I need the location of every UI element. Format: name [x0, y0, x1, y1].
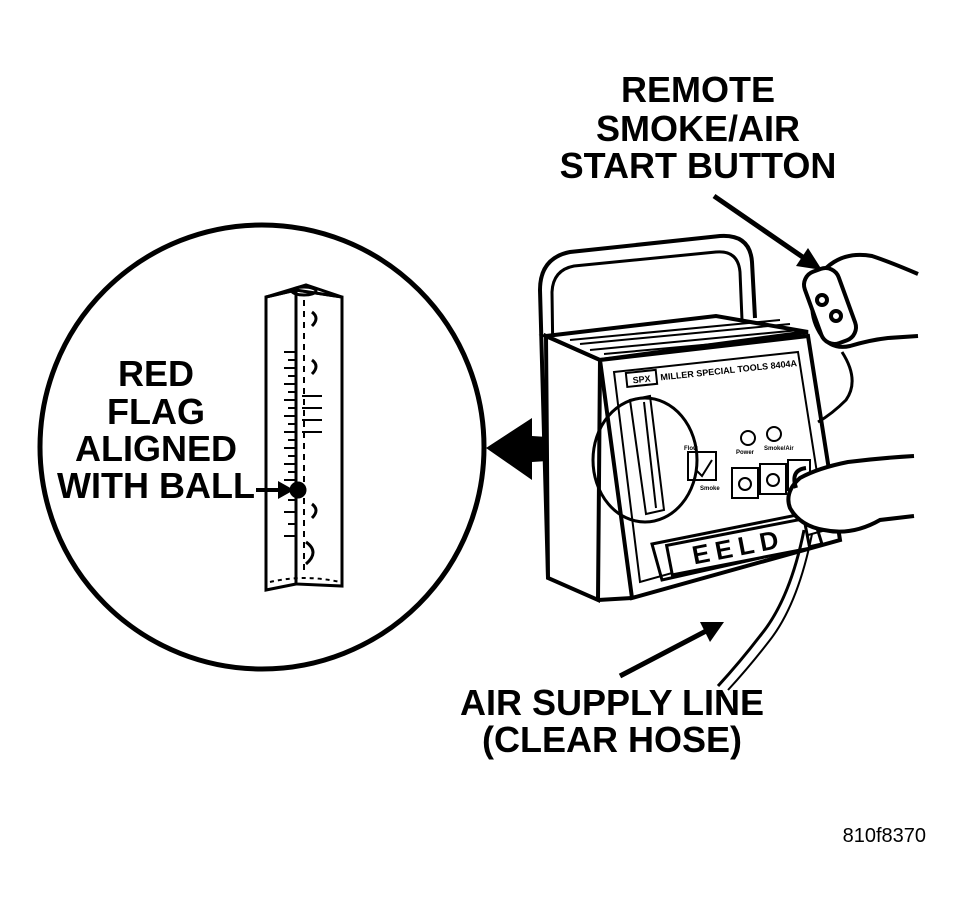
remote-cord — [817, 351, 854, 424]
remote-line-3: START BUTTON — [560, 145, 837, 186]
air-supply-callout: AIR SUPPLY LINE (CLEAR HOSE) — [460, 682, 764, 760]
flowmeter-tube — [264, 283, 344, 592]
smoke-air-label: Smoke/Air — [764, 446, 794, 452]
magnify-arrow — [486, 418, 594, 480]
red-flag-line-3: ALIGNED — [75, 428, 237, 469]
air-hose — [716, 529, 806, 688]
remote-hand — [802, 252, 919, 349]
red-flag-line-2: FLAG — [107, 391, 205, 432]
red-flag-pointer — [256, 481, 294, 499]
red-flag-line-1: RED — [118, 353, 194, 394]
panel-hand — [786, 454, 915, 534]
panel-small-labels: Flow Power Smoke/Air Smoke — [684, 446, 794, 492]
magnifier-circle — [37, 222, 487, 672]
air-hose-edge — [727, 533, 813, 691]
smoke-label: Smoke — [700, 486, 720, 492]
air-supply-line-2: (CLEAR HOSE) — [482, 719, 742, 760]
figure-code: 810f8370 — [843, 825, 926, 847]
red-flag-callout: RED FLAG ALIGNED WITH BALL — [57, 353, 255, 506]
flow-label: Flow — [684, 446, 698, 452]
red-flag-line-4: WITH BALL — [57, 465, 255, 506]
air-supply-leader — [618, 622, 724, 679]
remote-leader — [712, 193, 822, 270]
power-label: Power — [736, 450, 755, 456]
air-supply-line-1: AIR SUPPLY LINE — [460, 682, 764, 723]
spx-badge: SPX — [632, 373, 651, 385]
remote-line-1: REMOTE — [621, 69, 775, 110]
remote-line-2: SMOKE/AIR — [596, 108, 800, 149]
remote-button-callout: REMOTE SMOKE/AIR START BUTTON — [560, 69, 837, 186]
